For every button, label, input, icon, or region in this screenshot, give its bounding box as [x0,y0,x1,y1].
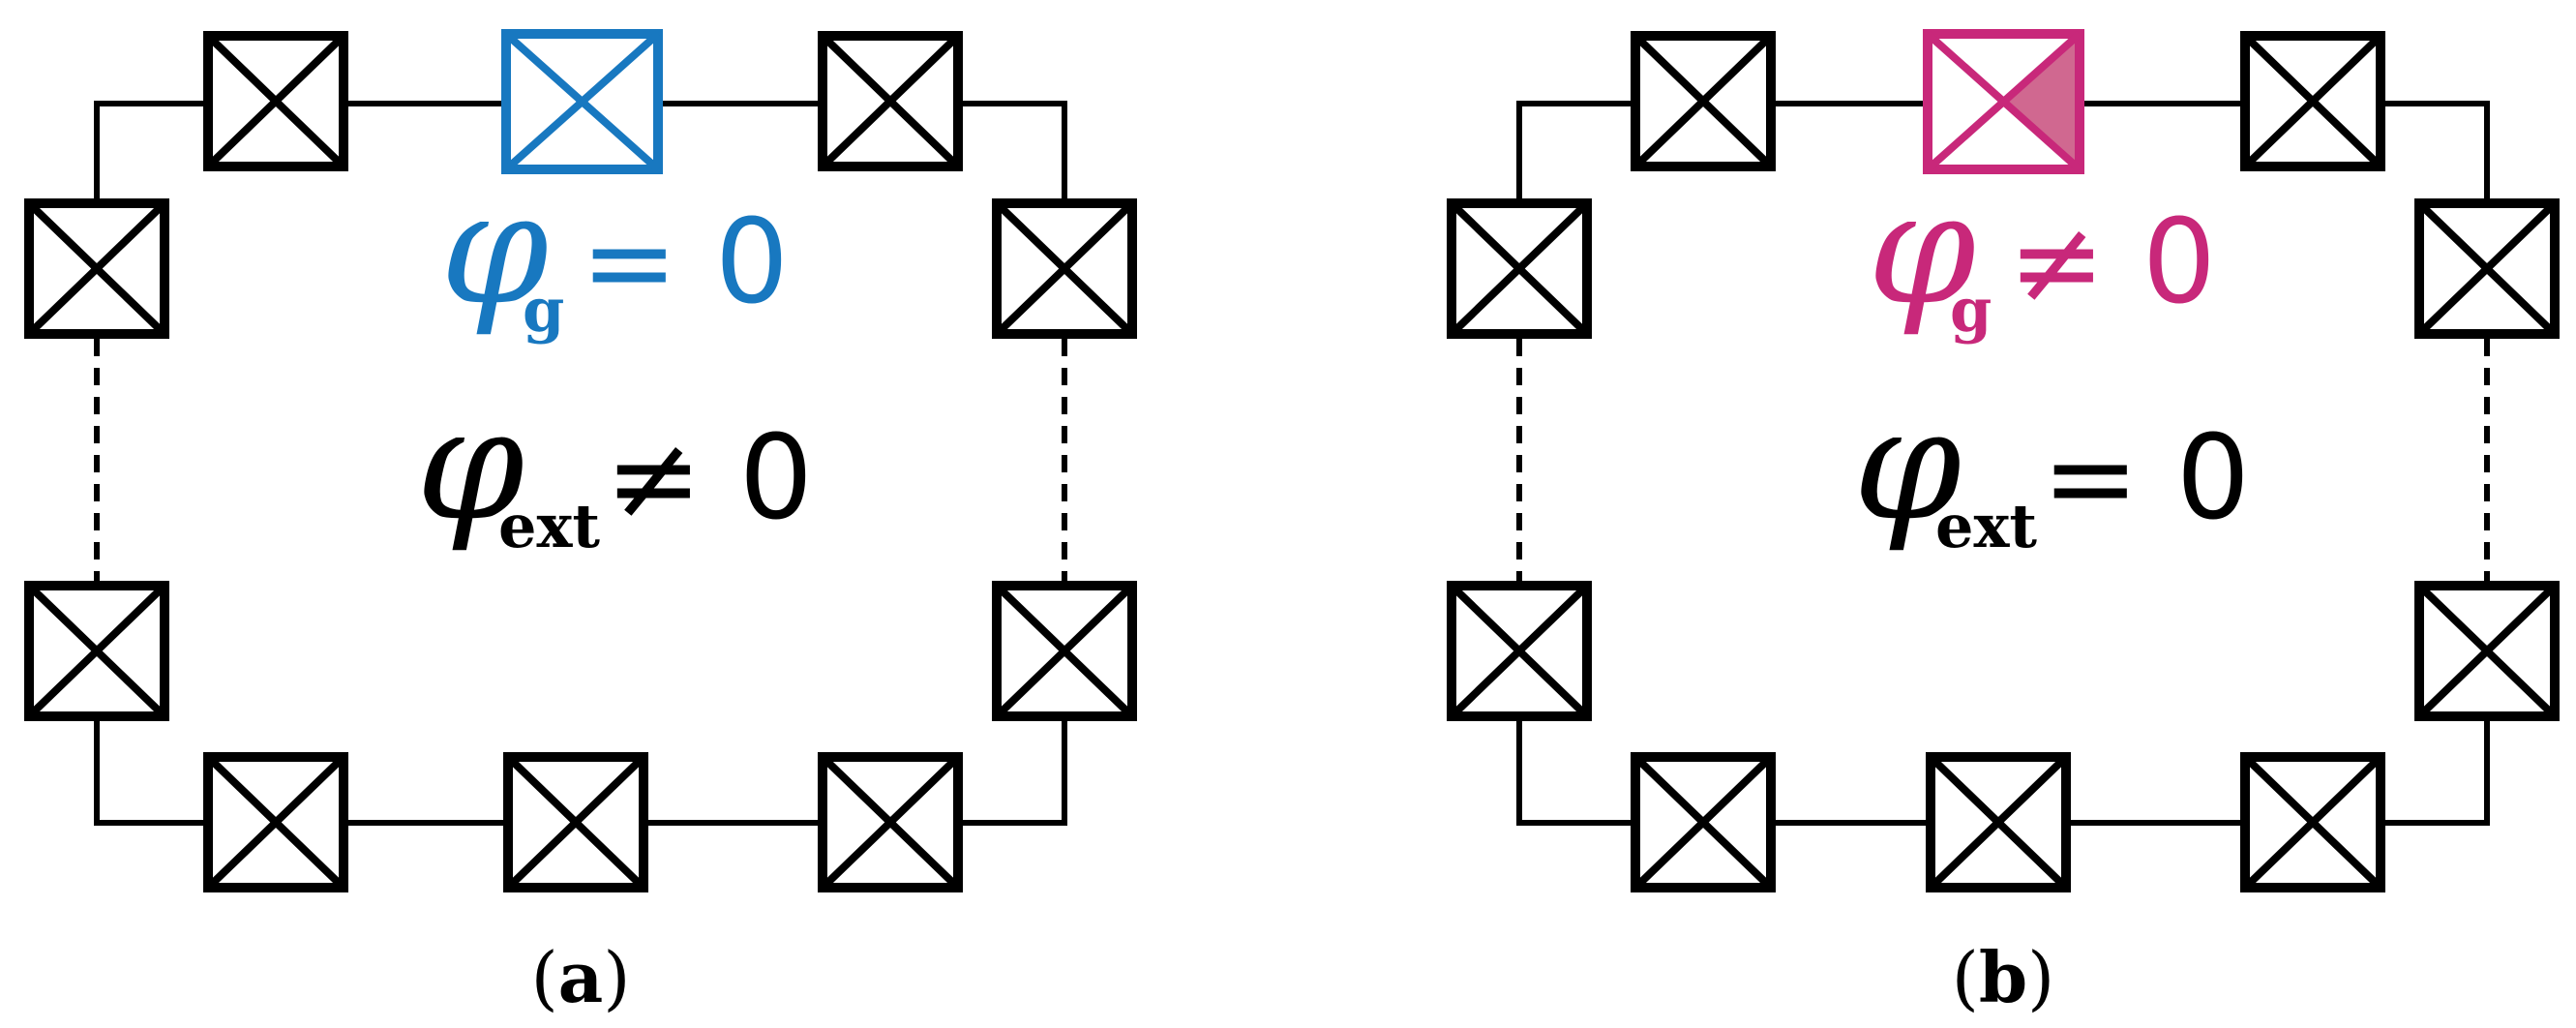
panel-a-junction-right-upper [992,198,1137,339]
panel-a-caption-close: ) [603,937,630,1018]
panel-b-gauge-phase-subscript: g [1950,275,1992,346]
panel-b-gauge-junction-fill [2003,34,2080,169]
panel-a-ext-phase-label: φ ext ≠ 0 [416,374,813,561]
panel-a-junction-bottom-middle [503,752,648,892]
panel-a-top-wire [94,101,561,203]
panel-a-junction-top-left [203,31,348,171]
panel-a-junction-bottom-right [818,752,963,892]
panel-a-ext-phase-relation: ≠ 0 [605,411,813,546]
panel-b-wires [1516,101,2490,826]
panel-b-junction-bottom-left [1631,752,1776,892]
panel-b-junction-right-lower [2414,581,2560,721]
panel-b-junction-right-upper [2414,198,2560,339]
panel-a: φ g = 0 φ ext ≠ 0 (a) [24,29,1137,1018]
panel-b-top-wire-right [1993,101,2490,203]
panel-b-junction-left-upper [1447,198,1592,339]
panel-b-ext-phase-relation: = 0 [2042,411,2250,546]
panel-a-ext-phase-subscript: ext [498,491,600,561]
panel-a-junction-bottom-left [203,752,348,892]
panel-b-ext-phase-subscript: ext [1935,491,2037,561]
panel-a-top-wire-right [561,101,1067,203]
panel-b-caption-letter: b [1979,936,2027,1018]
panel-b-caption: (b) [1952,936,2055,1018]
panel-b: φ g ≠ 0 φ ext = 0 (b) [1447,29,2560,1018]
panel-a-junction-right-lower [992,581,1137,721]
panel-a-ext-phase-symbol: φ [416,374,524,555]
panel-b-gauge-phase-symbol: φ [1868,158,1976,339]
panel-b-junction-top-left [1631,31,1776,171]
panel-b-top-wire [1516,101,1993,203]
panel-b-caption-open: ( [1952,937,1979,1018]
panel-b-ext-phase-label: φ ext = 0 [1853,374,2250,561]
panel-b-ext-phase-symbol: φ [1853,374,1962,555]
panel-a-gauge-phase-symbol: φ [440,158,549,339]
panel-a-junction-top-right [818,31,963,171]
panel-b-gauge-phase-label: φ g ≠ 0 [1868,158,2216,346]
panel-a-gauge-phase-label: φ g = 0 [440,158,789,346]
panel-a-gauge-phase-subscript: g [523,275,564,346]
panel-b-junction-bottom-middle [1926,752,2071,892]
panel-a-caption: (a) [531,936,631,1018]
panel-b-gauge-junction [1923,29,2084,174]
panel-b-junction-bottom-right [2240,752,2385,892]
panel-a-caption-open: ( [531,937,558,1018]
panel-b-gauge-phase-relation: ≠ 0 [2008,196,2216,330]
panel-b-caption-close: ) [2027,937,2054,1018]
panel-b-junction-left-lower [1447,581,1592,721]
panel-a-gauge-junction [501,29,663,174]
panel-a-caption-letter: a [558,936,604,1018]
panel-a-junction-left-lower [24,581,169,721]
panel-a-junction-left-upper [24,198,169,339]
panel-a-gauge-phase-relation: = 0 [581,196,789,330]
panel-b-junction-top-right [2240,31,2385,171]
